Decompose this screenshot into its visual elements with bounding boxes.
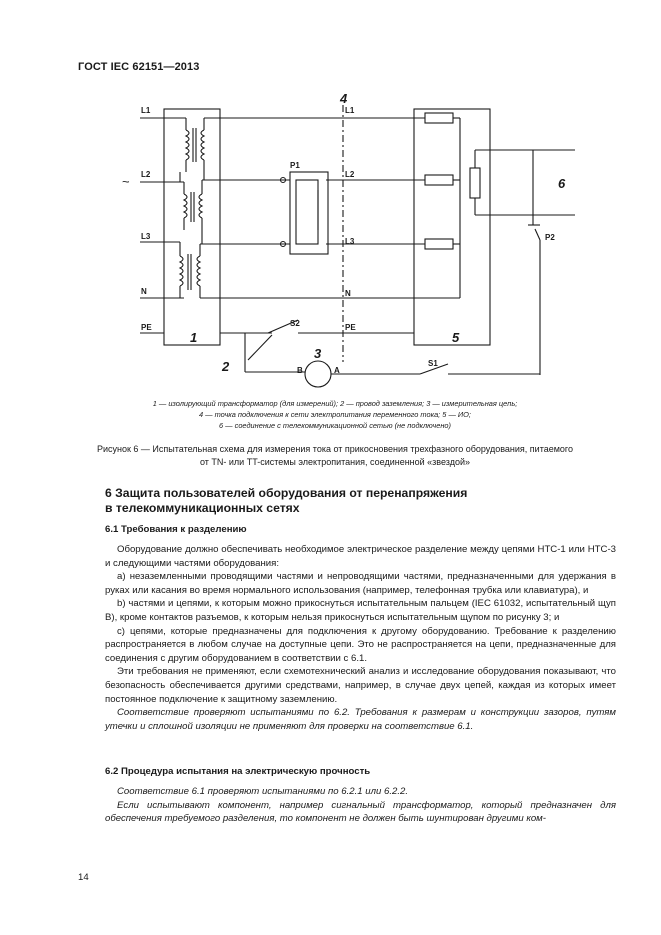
section-6-1-body: Оборудование должно обеспечивать необход… — [105, 543, 616, 733]
label-b: B — [297, 366, 303, 375]
label-l2-left: L2 — [141, 170, 151, 179]
paragraph-item-c: c) цепями, которые предназначены для под… — [105, 625, 616, 664]
figure-caption-line-1: Рисунок 6 — Испытательная схема для изме… — [96, 444, 574, 454]
transformer-3 — [178, 242, 202, 298]
paragraph-compliance: Соответствие проверяют испытаниями по 6.… — [105, 707, 616, 732]
label-s2: S2 — [290, 319, 300, 328]
subsection-6-2-title: 6.2 Процедура испытания на электрическую… — [105, 766, 371, 777]
label-a: A — [334, 366, 340, 375]
legend-line-1: 1 — изолирующий трансформатор (для измер… — [152, 399, 518, 408]
transformer-box — [163, 108, 221, 346]
label-3: 3 — [314, 346, 322, 361]
label-4: 4 — [339, 91, 348, 106]
label-p2: P2 — [545, 233, 555, 242]
legend-line-3: 6 — соединение с телекоммуникационной се… — [219, 421, 451, 430]
label-5: 5 — [452, 330, 460, 345]
label-l1-right: L1 — [345, 106, 355, 115]
subsection-6-1-title: 6.1 Требования к разделению — [105, 524, 247, 535]
label-n-right: N — [345, 289, 351, 298]
ac-symbol: ~ — [122, 174, 130, 189]
label-1: 1 — [190, 330, 197, 345]
transformer-2 — [182, 180, 204, 230]
meter-circle — [304, 360, 332, 388]
eut-box — [413, 108, 491, 346]
section-title-line-1: 6 Защита пользователей оборудования от п… — [105, 486, 468, 500]
label-pe-left: PE — [141, 323, 152, 332]
label-pe-right: PE — [345, 323, 356, 332]
label-s1: S1 — [428, 359, 438, 368]
label-p1: P1 — [290, 161, 300, 170]
transformer-1 — [184, 118, 206, 172]
label-l1-left: L1 — [141, 106, 151, 115]
label-2: 2 — [221, 359, 230, 374]
paragraph-item-a: a) незаземленными проводящими частями и … — [105, 571, 616, 596]
label-l3-left: L3 — [141, 232, 151, 241]
section-6-2-body: Соответствие 6.1 проверяют испытаниями п… — [105, 785, 616, 826]
section-title: 6 Защита пользователей оборудования от п… — [105, 486, 525, 516]
label-l2-right: L2 — [345, 170, 355, 179]
label-6: 6 — [558, 176, 566, 191]
label-n-left: N — [141, 287, 147, 296]
test-circuit-diagram: L1 L2 L3 N PE L1 L2 L3 N PE P1 P2 S2 S1 … — [122, 91, 575, 388]
legend-line-2: 4 — точка подключения к сети электропита… — [199, 410, 471, 419]
paragraph-intro: Оборудование должно обеспечивать необход… — [105, 544, 616, 569]
paragraph-6-2-component: Если испытывают компонент, например сигн… — [105, 799, 616, 825]
paragraph-item-b: b) частями и цепями, к которым можно при… — [105, 598, 616, 623]
section-title-line-2: в телекоммуникационных сетях — [105, 501, 300, 515]
paragraph-exception: Эти требования не применяют, если схемот… — [105, 666, 616, 705]
label-l3-right: L3 — [345, 237, 355, 246]
paragraph-6-2-compliance: Соответствие 6.1 проверяют испытаниями п… — [117, 786, 408, 797]
page-header: ГОСТ IEC 62151—2013 — [78, 61, 200, 73]
p1-switch-box — [289, 171, 329, 255]
figure-caption-line-2: от TN- или TT-системы электропитания, со… — [199, 457, 471, 467]
page-number: 14 — [78, 872, 89, 883]
